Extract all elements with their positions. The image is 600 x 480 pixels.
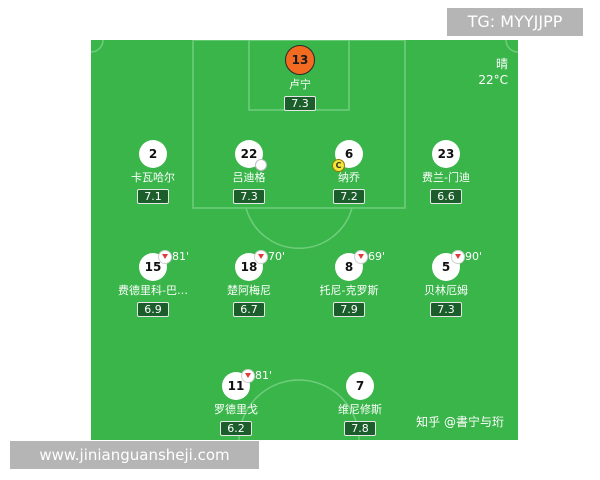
corner-arc-left — [91, 40, 104, 53]
player-card[interactable]: 23 费兰-门迪 6.6 — [398, 140, 494, 204]
player-name: 卡瓦哈尔 — [131, 171, 175, 184]
substitution-icon — [241, 369, 255, 383]
player-rating: 6.7 — [233, 302, 265, 317]
player-rating: 7.3 — [284, 96, 316, 111]
player-card[interactable]: 5 90' 贝林厄姆 7.3 — [398, 250, 494, 317]
player-card[interactable]: 6 C 纳乔 7.2 — [301, 140, 397, 204]
player-card[interactable]: 18 70' 楚阿梅尼 6.7 — [201, 250, 297, 317]
player-card[interactable]: 7 维尼修斯 7.8 — [312, 372, 408, 436]
player-number-badge: 22 — [235, 140, 267, 171]
substitution-icon — [354, 250, 368, 264]
player-rating: 7.1 — [137, 189, 169, 204]
weather-temperature: 22°C — [478, 73, 508, 87]
author-credit: 知乎 @書宁与珩 — [416, 415, 504, 429]
substitution-icon — [158, 250, 172, 264]
substitution-minute: 81' — [255, 369, 273, 382]
player-card[interactable]: 22 吕迪格 7.3 — [201, 140, 297, 204]
player-number: 8 — [344, 260, 354, 274]
boot-icon — [255, 159, 267, 171]
weather-condition: 晴 — [495, 57, 508, 71]
player-name: 楚阿梅尼 — [227, 284, 271, 297]
player-card[interactable]: 2 卡瓦哈尔 7.1 — [105, 140, 201, 204]
site-watermark: www.jinianguansheji.com — [10, 441, 259, 469]
player-rating: 7.8 — [344, 421, 376, 436]
player-card[interactable]: 15 81' 费德里科-巴… 6.9 — [105, 250, 201, 317]
substitution-minute: 70' — [268, 250, 286, 263]
substitution-minute: 81' — [172, 250, 190, 263]
player-number-badge: 6 C — [332, 140, 363, 172]
player-card[interactable]: 8 69' 托尼-克罗斯 7.9 — [301, 250, 397, 317]
player-number-badge: 2 — [139, 140, 167, 168]
player-name: 罗德里戈 — [214, 403, 258, 416]
player-rating: 6.9 — [137, 302, 169, 317]
tg-watermark: TG: MYYJJPP — [447, 8, 583, 36]
center-circle — [238, 379, 360, 440]
substitution-minute: 69' — [368, 250, 386, 263]
weather-info: 晴 22°C — [478, 56, 508, 88]
player-number-badge: 15 81' — [139, 250, 189, 281]
player-rating: 7.3 — [233, 189, 265, 204]
substitution-minute: 90' — [465, 250, 483, 263]
player-number-badge: 13 — [285, 45, 315, 75]
player-number: 2 — [148, 147, 158, 161]
player-number: 13 — [291, 53, 309, 67]
player-name: 贝林厄姆 — [424, 284, 468, 297]
player-rating: 7.9 — [333, 302, 365, 317]
player-number: 23 — [437, 147, 455, 161]
player-number-badge: 23 — [432, 140, 460, 168]
player-name: 卢宁 — [289, 78, 311, 91]
player-name: 维尼修斯 — [338, 403, 382, 416]
player-name: 托尼-克罗斯 — [319, 284, 379, 297]
player-rating: 6.2 — [220, 421, 252, 436]
player-rating: 6.6 — [430, 189, 462, 204]
substitution-icon — [451, 250, 465, 264]
player-number: 6 — [344, 147, 354, 161]
player-number: 11 — [227, 379, 245, 393]
player-number: 18 — [240, 260, 258, 274]
player-name: 纳乔 — [338, 171, 360, 184]
player-number: 5 — [441, 260, 451, 274]
player-number: 7 — [355, 379, 365, 393]
player-card[interactable]: 11 81' 罗德里戈 6.2 — [188, 369, 284, 436]
player-number: 15 — [144, 260, 162, 274]
player-number-badge: 7 — [346, 372, 374, 400]
player-number-badge: 8 69' — [335, 250, 385, 281]
corner-arc-right — [505, 40, 518, 53]
player-name: 吕迪格 — [232, 171, 266, 184]
player-number: 22 — [240, 147, 258, 161]
player-rating: 7.3 — [430, 302, 462, 317]
substitution-icon — [254, 250, 268, 264]
player-rating: 7.2 — [333, 189, 365, 204]
captain-icon: C — [332, 159, 345, 172]
football-pitch: 晴 22°C 13 卢宁 7.3 2 卡瓦哈尔 7.1 22 吕迪格 7.3 6… — [91, 40, 518, 440]
player-card[interactable]: 13 卢宁 7.3 — [252, 45, 348, 111]
penalty-arc — [245, 207, 353, 250]
penalty-area — [192, 40, 406, 209]
player-number-badge: 11 81' — [222, 369, 272, 400]
player-name: 费兰-门迪 — [422, 171, 470, 184]
player-name: 费德里科-巴… — [118, 284, 188, 297]
player-number-badge: 5 90' — [432, 250, 482, 281]
player-number-badge: 18 70' — [235, 250, 285, 281]
